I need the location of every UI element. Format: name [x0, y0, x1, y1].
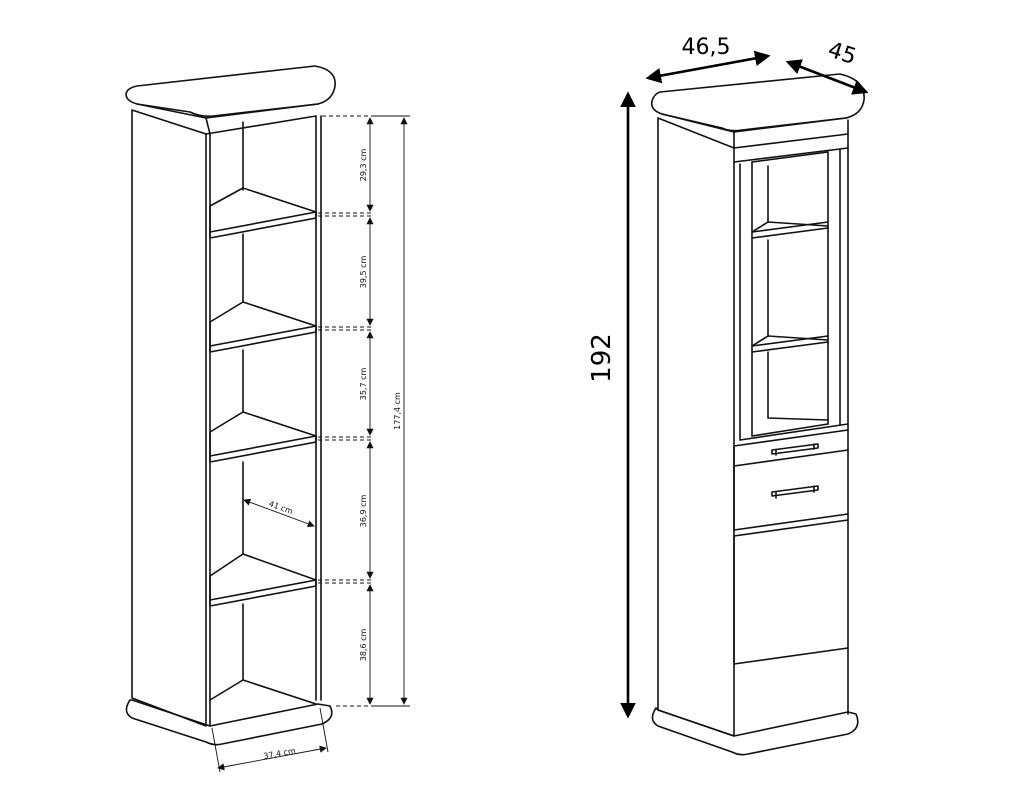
height-dim: 192 [587, 333, 617, 383]
shelf-dim-3: 35,7 cm [359, 368, 368, 401]
shelf-dim-5: 38,6 cm [359, 629, 368, 662]
drawer [733, 429, 849, 531]
shelf-dim-1: 29,3 cm [359, 149, 368, 182]
width-dim: 46,5 [682, 35, 731, 60]
left-shelves [209, 187, 317, 705]
glass-door [739, 149, 849, 441]
drawer-handle-bottom [771, 485, 819, 497]
left-base [125, 699, 333, 746]
right-dimensions: 46,5 45 192 [587, 35, 869, 719]
left-side-panel [131, 109, 207, 727]
depth-dim: 45 [825, 38, 859, 70]
total-inner-height-dim: 177,4 cm [393, 392, 402, 430]
right-base [651, 707, 859, 756]
drawer-handle-top [771, 443, 819, 455]
right-vitrine-cabinet [650, 73, 865, 756]
right-side-panel [657, 117, 735, 737]
right-top-cap [650, 73, 865, 132]
left-dimensions: 29,3 cm 39,5 cm 35,7 cm 36,9 cm 38,6 cm … [211, 115, 410, 773]
inner-width-dim: 37,4 cm [263, 746, 297, 761]
left-top-cap [125, 65, 336, 117]
left-open-cabinet [125, 65, 336, 746]
lower-door [733, 519, 849, 665]
shelf-dim-4: 36,9 cm [359, 495, 368, 528]
shelf-dim-2: 39,5 cm [359, 256, 368, 289]
